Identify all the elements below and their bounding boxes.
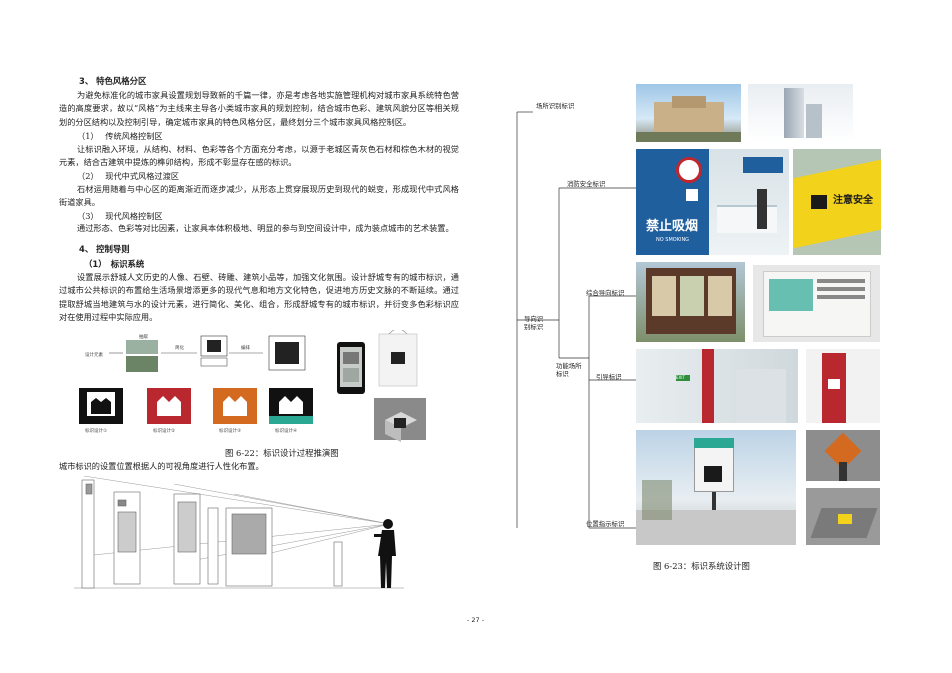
no-smoking-en: NO SMOKING bbox=[656, 237, 690, 243]
sign-tile-teal bbox=[269, 388, 313, 424]
viewing-angle-diagram bbox=[74, 472, 406, 596]
caution-sign-photo: 注意安全 bbox=[793, 149, 881, 255]
building-photo-2 bbox=[748, 84, 853, 142]
sign-elevation-svg bbox=[74, 475, 404, 589]
person-silhouette bbox=[374, 519, 396, 588]
branch-label-guide: 引导标识 bbox=[596, 373, 622, 381]
orange-cube-photo bbox=[806, 430, 880, 481]
zone-1-text: 让标识融入环境，从结构、材料、色彩等各个方面充分考虑，以源于老城区青灰色石材和棕… bbox=[59, 144, 459, 168]
process-diagram: 设计元素 抽取 简化 编排 标识设计① bbox=[79, 328, 426, 442]
branch-label-general: 综合导向标识 bbox=[586, 289, 625, 297]
figure-6-23-caption: 图 6-23：标识系统设计图 bbox=[653, 561, 750, 571]
red-pillar-photo bbox=[806, 349, 880, 423]
branch-label-fire-safety: 消防安全标识 bbox=[567, 180, 606, 188]
zone-2-text: 石材运用随着与中心区的距离渐近而逐步减少，从形态上贯穿展现历史到现代的蜕变，形成… bbox=[59, 184, 459, 208]
function-label: 功能场所标识 bbox=[556, 362, 582, 378]
zone-1-title: （1） 传统风格控制区 bbox=[77, 131, 163, 141]
corridor-photo: EXIT bbox=[636, 349, 798, 423]
tree-lines bbox=[516, 111, 637, 529]
ground-sign-photo bbox=[806, 488, 880, 545]
viewing-angle-note: 城市标识的设置位置根据人的可视角度进行人性化布置。 bbox=[59, 461, 264, 471]
zone-3-title: （3） 现代风格控制区 bbox=[77, 211, 163, 221]
section-3-heading: 3、 特色风格分区 bbox=[79, 76, 147, 86]
process-label: 标识设计③ bbox=[219, 427, 241, 434]
directory-sign-indoor bbox=[753, 265, 880, 342]
process-label: 编排 bbox=[241, 344, 250, 351]
caution-text: 注意安全 bbox=[833, 195, 873, 206]
plaza-sign-photo bbox=[636, 430, 796, 545]
subsection-1-text: 设置展示舒城人文历史的人像、石壁、砖雕、建筑小品等，加强文化氛围。设计舒城专有的… bbox=[59, 272, 459, 323]
root-label: 导向识别标识 bbox=[524, 315, 544, 331]
figure-6-22-caption: 图 6-22：标识设计过程推演图 bbox=[225, 448, 339, 458]
no-smoking-cn: 禁止吸烟 bbox=[646, 219, 699, 234]
sign-tile-red bbox=[147, 388, 191, 424]
signage-tree bbox=[505, 108, 637, 548]
zone-3-text: 通过形态、色彩等对比因素，让家具本体积极地、明显的参与到空间设计中，成为装点城市… bbox=[77, 223, 454, 233]
exit-sign-text: EXIT bbox=[676, 375, 685, 380]
sign-tile-black bbox=[79, 388, 123, 424]
sign-tile-orange bbox=[213, 388, 257, 424]
lobby-photo bbox=[709, 149, 789, 255]
building-photo-1 bbox=[636, 84, 741, 142]
process-label: 设计元素 bbox=[85, 351, 103, 358]
phone-mockup bbox=[337, 342, 365, 394]
directory-sign-outdoor bbox=[636, 262, 745, 342]
branch-label-place-id: 场所识别标识 bbox=[536, 102, 575, 110]
process-label: 标识设计④ bbox=[275, 427, 297, 434]
process-label: 标识设计① bbox=[85, 427, 107, 434]
zone-2-title: （2） 现代中式风格过渡区 bbox=[77, 171, 179, 181]
figure-6-22: 设计元素 抽取 简化 编排 标识设计① bbox=[79, 328, 459, 442]
shopping-bag-mockup bbox=[378, 328, 418, 387]
branch-label-location: 位置指示标识 bbox=[586, 520, 625, 528]
section-3-paragraph: 为避免标准化的城市家具设置规划导致新的千篇一律，亦是考虑各地实施管理机构对城市家… bbox=[59, 90, 459, 127]
cube-mockup bbox=[374, 398, 426, 442]
page-number: - 27 - bbox=[467, 616, 485, 624]
process-label: 抽取 bbox=[139, 333, 148, 340]
process-label: 标识设计② bbox=[153, 427, 175, 434]
process-label: 简化 bbox=[175, 344, 184, 351]
subsection-1-heading: （1） 标识系统 bbox=[84, 259, 145, 269]
section-4-heading: 4、 控制导则 bbox=[79, 244, 130, 254]
